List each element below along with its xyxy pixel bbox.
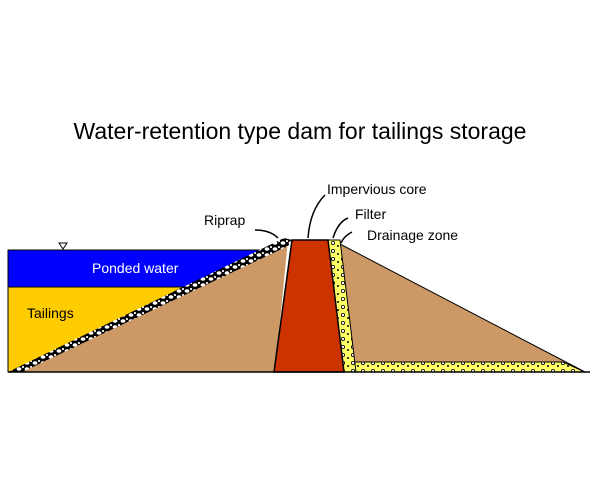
riprap-label: Riprap xyxy=(204,212,245,228)
diagram-title: Water-retention type dam for tailings st… xyxy=(73,118,527,144)
drainage-zone-leader xyxy=(340,231,353,244)
ponded-water-label: Ponded water xyxy=(92,260,179,276)
riprap-layer xyxy=(8,238,292,372)
downstream-shell xyxy=(339,243,586,373)
drainage-zone-label: Drainage zone xyxy=(367,227,458,243)
drainage-blanket xyxy=(341,361,586,373)
water-level-icon xyxy=(58,242,68,250)
filter-leader xyxy=(332,217,349,239)
tailings-label: Tailings xyxy=(27,305,74,321)
filter-label: Filter xyxy=(355,206,386,222)
impervious-core-leader xyxy=(307,194,326,239)
riprap-leader xyxy=(254,229,279,239)
impervious-core-label: Impervious core xyxy=(327,181,427,197)
